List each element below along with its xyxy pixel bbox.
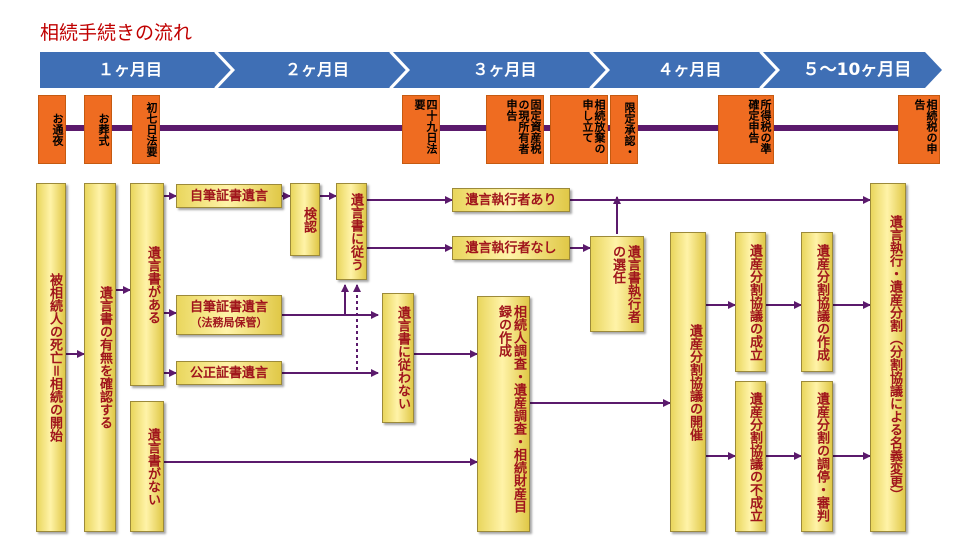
event-inheritance-tax: 相続税の申告 <box>898 95 940 164</box>
box-follow-will: 遺言書に従う <box>336 183 367 280</box>
box-execution-transfer: 遺言執行・遺産分割（分割協議による名義変更） <box>870 183 906 532</box>
box-death-inheritance-start: 被相続人の死亡＝相続の開始 <box>36 183 66 532</box>
box-probate: 検認 <box>290 183 320 256</box>
box-division-meeting: 遺産分割協議の開催 <box>670 232 706 532</box>
box-mediation-adjudication: 遺産分割の調停・審判 <box>801 381 833 532</box>
box-heir-asset-survey: 相続人調査・遺産調査・相続財産目録の作成 <box>477 296 530 532</box>
holographic-bureau-sub: （法務局保管） <box>190 316 268 329</box>
event-renunciation: 相続放棄の申し立て <box>550 95 608 164</box>
box-holographic-will: 自筆証書遺言 <box>176 184 282 208</box>
event-otsuya: お通夜 <box>38 95 66 164</box>
timeline-bar <box>40 125 902 131</box>
box-executor-exists: 遺言執行者あり <box>452 188 570 212</box>
event-shonanoka: 初七日法要 <box>132 95 160 164</box>
event-limited-approval: 限定承認・ <box>610 95 638 164</box>
box-not-follow-will: 遺言書に従わない <box>382 293 414 423</box>
box-will-exists: 遺言書がある <box>130 183 164 386</box>
box-holographic-will-bureau: 自筆証書遺言 （法務局保管） <box>176 295 282 335</box>
phase-month-3: ３ヶ月目 <box>472 60 537 79</box>
box-no-executor: 遺言執行者なし <box>452 236 570 260</box>
event-shijukunichi: 四十九日法要 <box>402 95 440 164</box>
event-property-tax: 固定資産税の現所有者申告 <box>486 95 544 164</box>
event-funeral: お葬式 <box>84 95 112 164</box>
event-income-tax: 所得税の準確定申告 <box>718 95 774 164</box>
box-agreement-reached: 遺産分割協議の成立 <box>735 232 766 372</box>
page-title: 相続手続きの流れ <box>40 22 193 44</box>
box-agreement-document: 遺産分割協議の作成 <box>801 232 833 372</box>
holographic-bureau-label: 自筆証書遺言 <box>189 300 268 315</box>
box-appoint-executor: 遺言書執行者の選任 <box>590 236 644 332</box>
phase-month-2: ２ヶ月目 <box>284 60 349 79</box>
phase-month-4: ４ヶ月目 <box>657 60 722 79</box>
box-notarial-will: 公正証書遺言 <box>176 361 282 385</box>
phase-month-5-10: ５〜10ヶ月目 <box>802 60 912 80</box>
phase-month-1: １ヶ月目 <box>97 60 162 79</box>
box-agreement-failed: 遺産分割協議の不成立 <box>735 381 766 532</box>
box-no-will: 遺言書がない <box>130 401 164 532</box>
box-check-will: 遺言書の有無を確認する <box>84 183 116 532</box>
